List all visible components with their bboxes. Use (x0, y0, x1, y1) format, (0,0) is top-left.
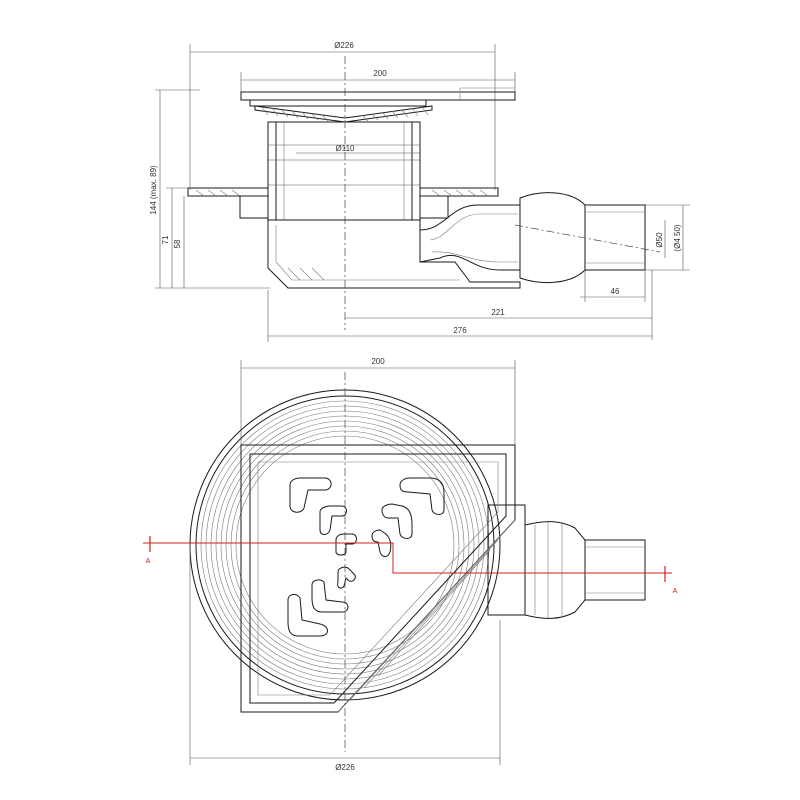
grate-slots (287, 477, 445, 637)
drain-body (267, 219, 521, 289)
section-line: A A (143, 536, 678, 595)
grate-plate (240, 87, 516, 107)
dim-diameter-bottom: Ø226 (189, 545, 501, 772)
section-label-right: A (673, 588, 678, 595)
dim-label-diameter-226: Ø226 (334, 41, 354, 50)
plan-view: 200 (143, 357, 678, 772)
sealing-flanges (187, 187, 499, 219)
dim-grate-width-top: 200 (240, 69, 516, 92)
outlet-pipe (514, 192, 661, 283)
dim-label-height-144: 144 (max. 89) (149, 165, 158, 215)
grate-plan (240, 444, 516, 713)
dim-lengths: 221 276 (267, 270, 653, 342)
grate-hatching (254, 105, 433, 123)
dim-label-offset-46: 46 (611, 287, 620, 296)
dim-outlet-offset: 46 (580, 270, 646, 302)
dim-label-height-58: 58 (173, 239, 182, 248)
outlet-fitting-plan (487, 504, 646, 619)
dim-label-outlet-outer: (Ø4 50) (673, 224, 682, 251)
dim-grate-width-bottom: 200 (240, 357, 516, 445)
dim-label-width-200-bottom: 200 (371, 357, 385, 366)
dim-label-outlet-50: Ø50 (655, 232, 664, 248)
dim-label-height-71: 71 (161, 235, 170, 244)
dim-label-diameter-226-bottom: Ø226 (335, 763, 355, 772)
section-label-left: A (146, 558, 151, 565)
dim-label-length-221: 221 (491, 308, 505, 317)
inner-cylinder: Ø110 (267, 121, 421, 221)
dim-label-width-200-top: 200 (373, 69, 387, 78)
dim-heights: 144 (max. 89) 71 58 (149, 89, 270, 289)
dim-overall-diameter: Ø226 (189, 41, 496, 190)
dim-outlet: Ø50 (Ø4 50) (645, 204, 690, 271)
outlet-elbow (419, 204, 521, 271)
dim-label-length-276: 276 (453, 326, 467, 335)
side-section-view: Ø226 200 (149, 41, 690, 342)
